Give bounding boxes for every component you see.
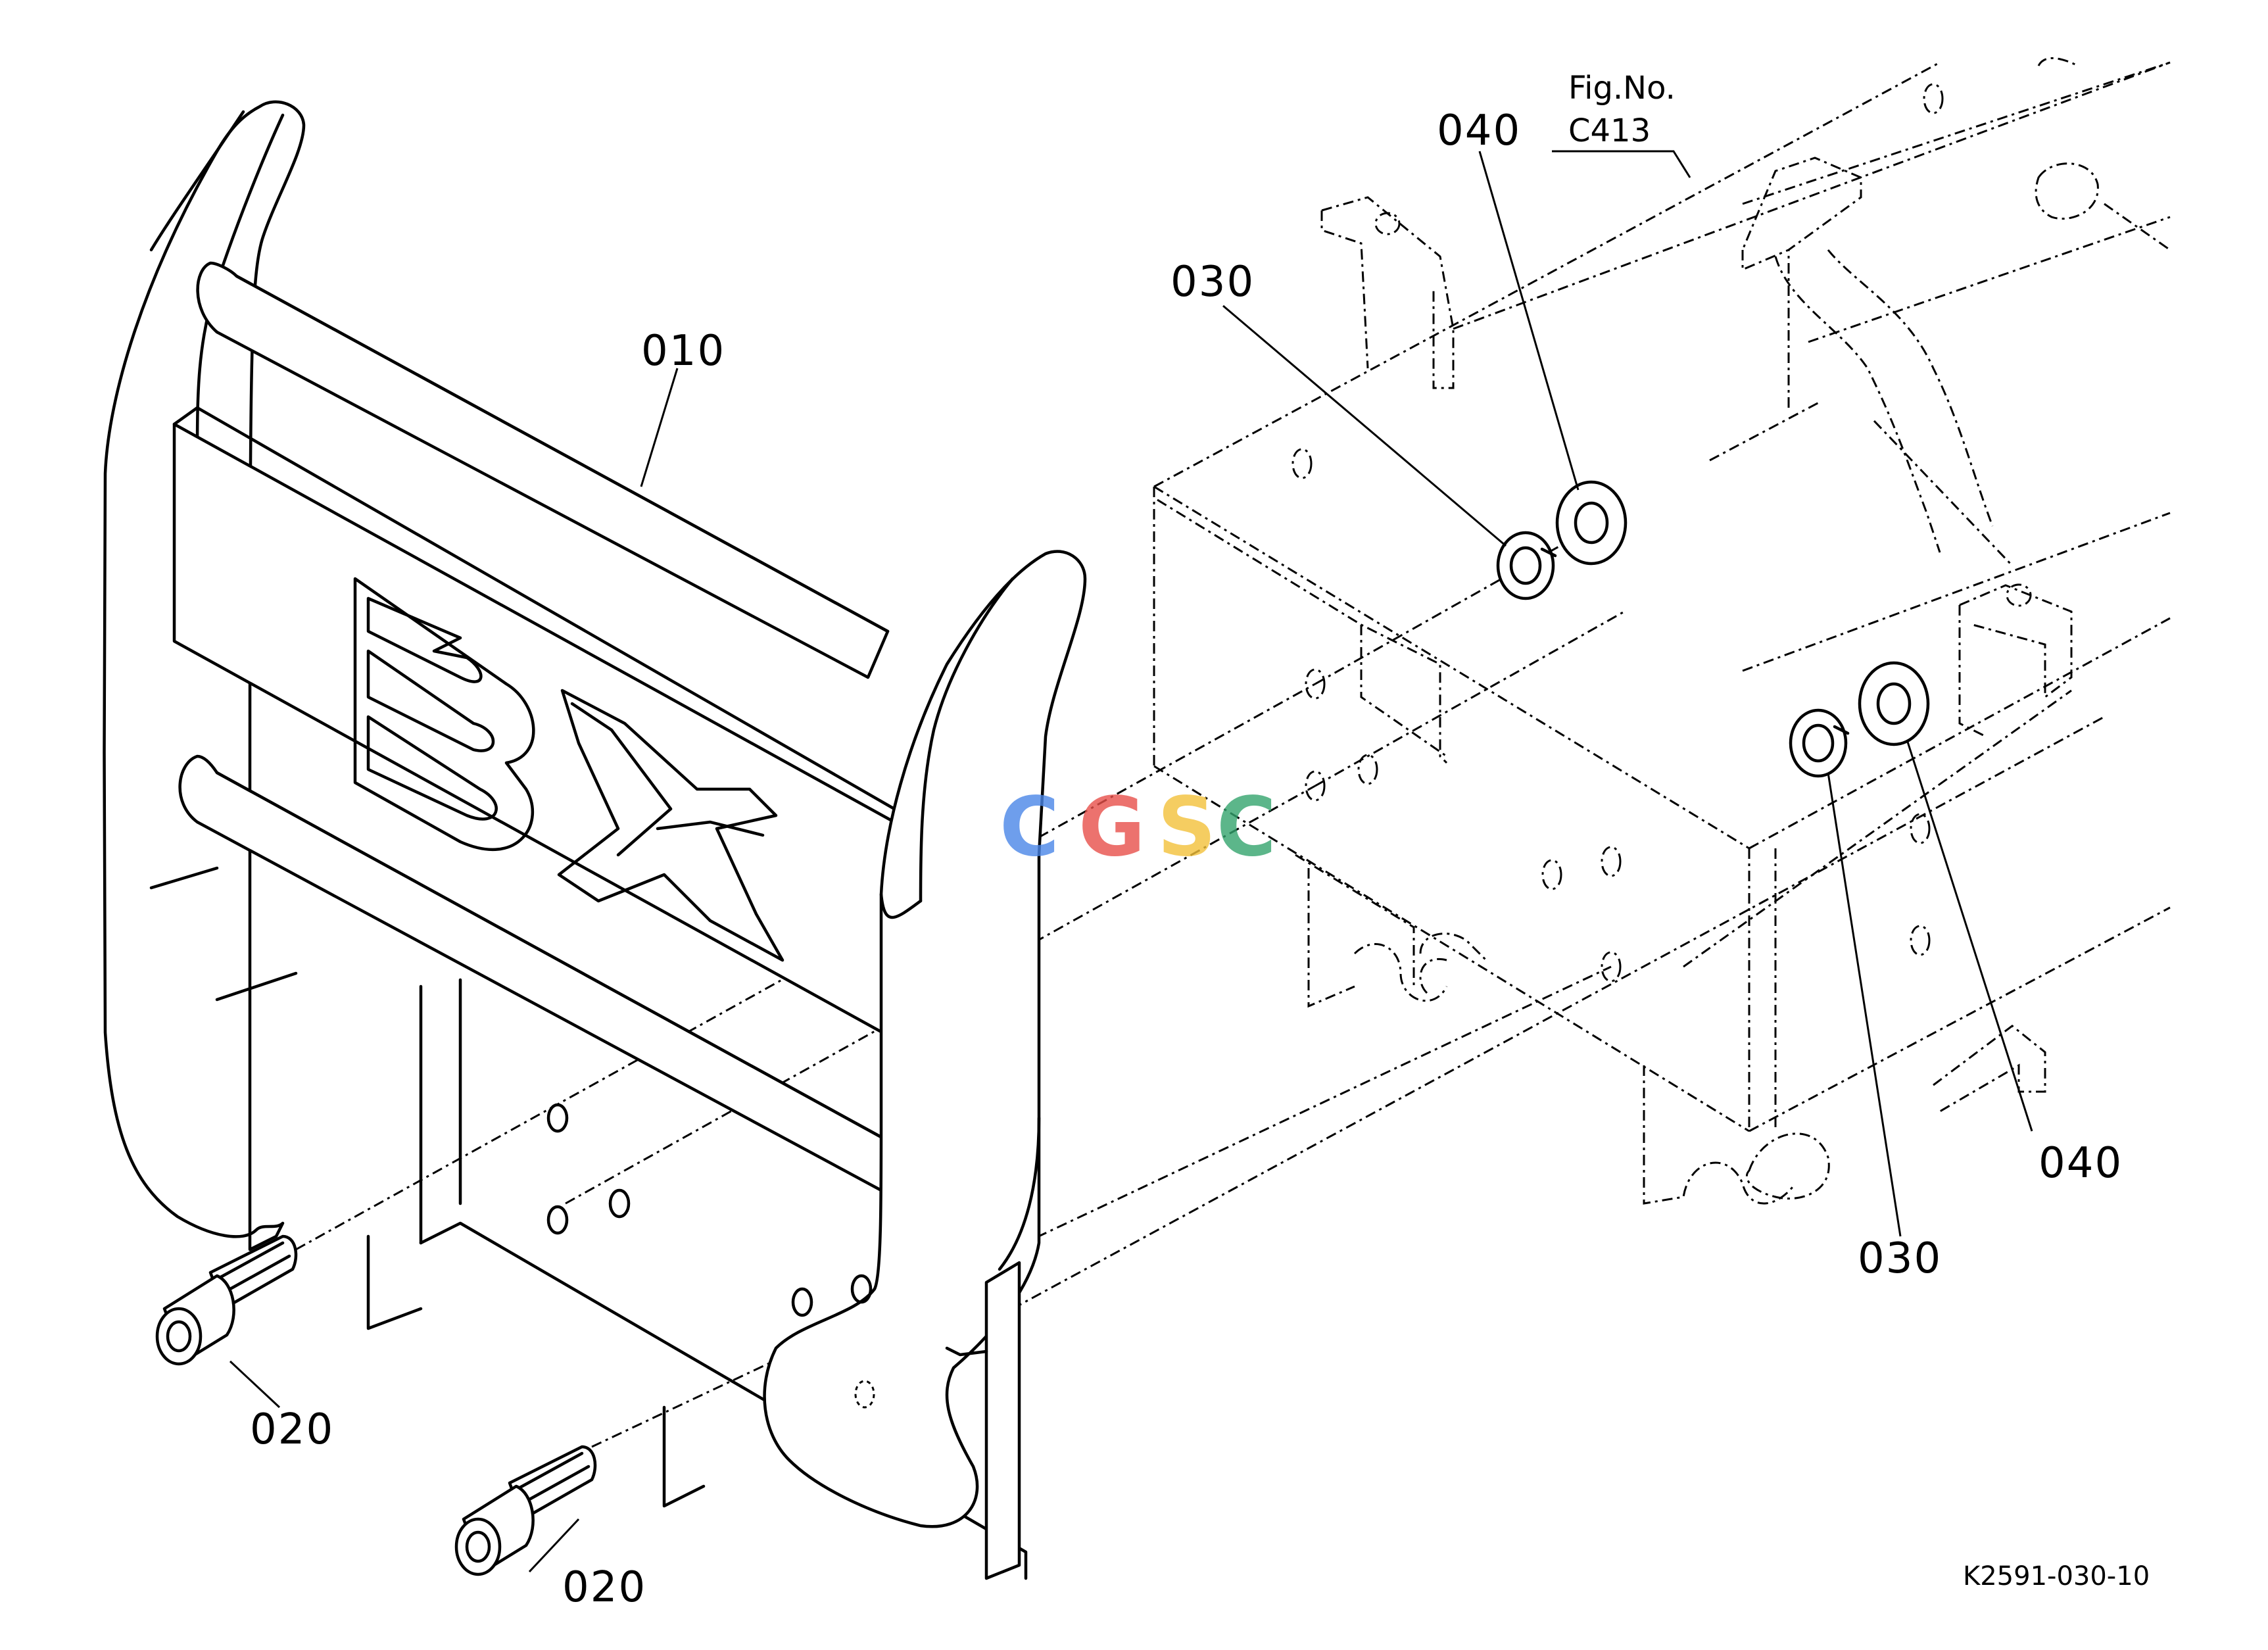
watermark-letter-1: C bbox=[1000, 780, 1059, 875]
cgsc-watermark: C G S C bbox=[1000, 780, 1276, 875]
label-washer-lower: 040 bbox=[2039, 1139, 2123, 1188]
washer-upper bbox=[1555, 480, 1628, 566]
bx-emblem bbox=[353, 577, 784, 962]
lock-washer-lower bbox=[1789, 708, 1850, 778]
lock-washer-upper bbox=[1496, 531, 1557, 600]
washer-lower bbox=[1858, 661, 1930, 746]
bolt-right bbox=[454, 1445, 597, 1576]
leader-lines bbox=[229, 150, 2033, 1573]
watermark-letter-2: G bbox=[1078, 780, 1146, 875]
drawing-code: K2591-030-10 bbox=[1963, 1561, 2150, 1591]
assembly-center-lines bbox=[295, 400, 2105, 1448]
label-guard: 010 bbox=[641, 327, 725, 376]
label-bolt-right: 020 bbox=[562, 1563, 646, 1612]
part-labels: 010 030 040 030 040 020 020 bbox=[250, 107, 2123, 1612]
fig-ref-line2: C413 bbox=[1568, 112, 1651, 149]
label-bolt-left: 020 bbox=[250, 1405, 334, 1454]
label-washer-upper: 040 bbox=[1437, 107, 1521, 155]
watermark-letter-4: C bbox=[1217, 780, 1276, 875]
fig-ref-line1: Fig.No. bbox=[1568, 70, 1676, 107]
label-lock-washer-upper: 030 bbox=[1170, 258, 1255, 306]
label-lock-washer-lower: 030 bbox=[1858, 1234, 1942, 1283]
bolt-left bbox=[155, 1234, 298, 1366]
figure-reference: Fig.No. C413 bbox=[1568, 70, 1676, 149]
front-guard bbox=[103, 100, 1087, 1580]
watermark-letter-3: S bbox=[1157, 780, 1216, 875]
tractor-frame-phantom bbox=[1153, 57, 2171, 1205]
